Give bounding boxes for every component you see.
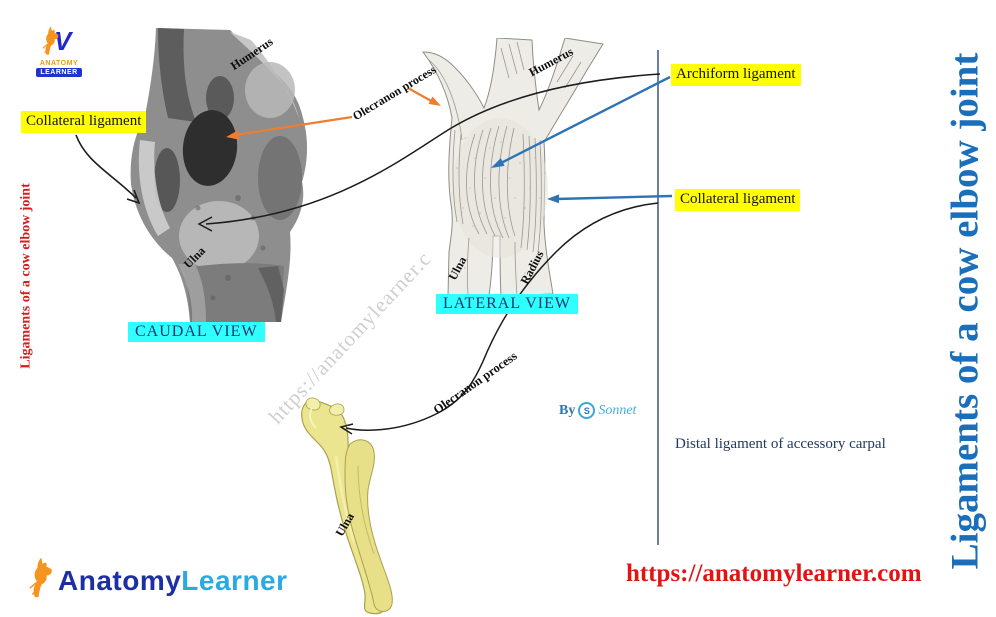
blue-arrow-collateral — [547, 194, 673, 204]
leader-collateral-left — [75, 134, 141, 205]
logo-text-learner: LEARNER — [36, 68, 82, 77]
site-url-link[interactable]: https://anatomylearner.com — [626, 560, 922, 587]
left-vertical-title: Ligaments of a cow elbow joint — [18, 183, 34, 369]
blue-arrow-archiform — [491, 75, 671, 168]
anatomylearner-logo-small: V ANATOMY LEARNER — [30, 26, 88, 77]
label-collateral-ligament-right: Collateral ligament — [675, 189, 801, 211]
logo-text-anatomy: ANATOMY — [39, 60, 79, 67]
byline: By S Sonnet — [559, 402, 636, 419]
leader-olecranon-to-bone — [339, 202, 659, 435]
brand-learner: Learner — [181, 564, 288, 596]
label-archiform-ligament: Archiform ligament — [671, 64, 801, 86]
lateral-view-illustration — [422, 38, 604, 297]
logo-mark: V — [30, 26, 88, 58]
right-vertical-title: Ligaments of a cow elbow joint — [943, 52, 987, 570]
caudal-view-caption: CAUDAL VIEW — [128, 322, 265, 342]
brand-anatomy: Anatomy — [58, 564, 182, 596]
orange-arrow-long — [226, 115, 353, 140]
leader-archiform-to-caudal-ulna — [197, 73, 661, 232]
sonnet-logo-icon: S — [578, 402, 596, 419]
anatomylearner-logo-footer[interactable]: AnatomyLearner — [26, 556, 288, 600]
lateral-view-caption: LATERAL VIEW — [436, 294, 578, 314]
byline-name: Sonnet — [598, 402, 637, 418]
footer-brand-text: AnatomyLearner — [58, 561, 288, 600]
ulna-bone-illustration — [301, 397, 393, 615]
caudal-view-illustration — [130, 28, 308, 322]
byline-by-text: By — [559, 402, 576, 418]
orange-arrow-short — [407, 87, 441, 106]
label-distal-ligament: Distal ligament of accessory carpal — [675, 436, 886, 452]
deer-icon — [42, 26, 59, 55]
label-collateral-ligament-left: Collateral ligament — [21, 111, 147, 133]
logo-v-monogram: V — [54, 26, 72, 56]
deer-icon — [29, 557, 52, 598]
